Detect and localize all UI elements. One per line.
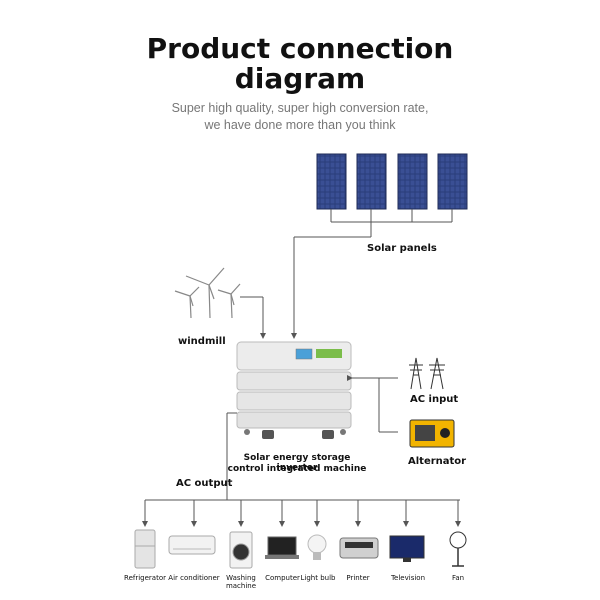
appliance-label-light-bulb: Light bulb: [300, 574, 336, 582]
windmill-icon: [174, 267, 241, 319]
solar-panel: [397, 153, 428, 210]
panel-wiring: [291, 209, 453, 339]
subtitle: Super high quality, super high conversio…: [171, 101, 429, 115]
inverter-machine: [236, 341, 352, 439]
page-title: Product connection: [146, 32, 454, 65]
solar-panels-label: Solar panels: [367, 243, 437, 254]
fan-icon: [449, 531, 467, 567]
power-tower-icon: [409, 357, 445, 390]
printer-icon: [339, 537, 379, 559]
ac-input-label: AC input: [410, 394, 459, 405]
machine-label-line2: control integrated machine: [227, 464, 367, 474]
solar-panel: [356, 153, 387, 210]
input-wiring: [347, 375, 398, 433]
alternator-icon: [409, 419, 455, 448]
alternator-label: Alternator: [408, 456, 467, 467]
appliance-label-air-conditioner: Air conditioner: [168, 574, 220, 582]
subtitle-line2: we have done more than you think: [204, 118, 396, 132]
appliance-label-refrigerator: Refrigerator: [124, 574, 166, 582]
appliance-label-printer: Printer: [346, 574, 370, 582]
washing-machine-icon: [229, 531, 253, 569]
output-wiring: [142, 412, 461, 527]
solar-panel: [316, 153, 347, 210]
appliance-label-fan: Fan: [451, 574, 465, 582]
light-bulb-icon: [307, 534, 327, 560]
appliance-label-washing-machine: Washing machine: [225, 574, 257, 590]
refrigerator-icon: [134, 529, 156, 569]
page-title-line2: diagram: [234, 62, 366, 95]
appliance-label-television: Television: [390, 574, 426, 582]
solar-panels: [316, 153, 468, 210]
solar-panel: [437, 153, 468, 210]
air-conditioner-icon: [168, 535, 216, 555]
television-icon: [389, 535, 425, 562]
windmill-label: windmill: [178, 336, 226, 347]
computer-icon: [265, 536, 299, 559]
machine-label: Solar energy storage inverter: [243, 453, 351, 473]
windmill-wiring: [240, 296, 266, 339]
appliance-label-computer: Computer: [265, 574, 300, 582]
ac-output-label: AC output: [176, 478, 233, 489]
